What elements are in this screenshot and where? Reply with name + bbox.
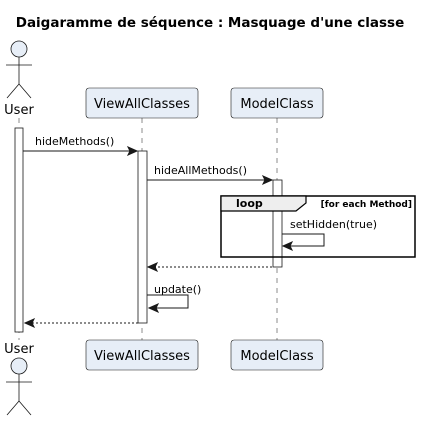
actor-user-label-top: User <box>4 103 34 118</box>
actor-head <box>10 357 28 375</box>
participant-box <box>85 87 199 119</box>
actor-user-bottom: User <box>4 342 34 416</box>
loop-frame <box>220 195 416 258</box>
participant-viewallclasses-label-top: ViewAllClasses <box>94 97 190 112</box>
viewallclasses-activation-bar <box>137 150 148 324</box>
participant-box <box>230 339 324 371</box>
message-update: update() <box>147 283 201 314</box>
participant-viewallclasses-label-bottom: ViewAllClasses <box>94 349 190 364</box>
message-sethidden: setHidden(true) <box>281 218 377 252</box>
message-hideallmethods: hideAllMethods() <box>147 164 274 186</box>
actor-user-label-bottom: User <box>4 342 34 357</box>
message-label: hideMethods() <box>35 135 114 148</box>
modelclass-activation-bar <box>272 179 283 268</box>
message-label: hideAllMethods() <box>154 164 247 177</box>
participant-viewallclasses-bottom: ViewAllClasses <box>85 339 199 371</box>
actor-user-top: User <box>4 40 34 118</box>
participant-box <box>230 87 324 119</box>
participant-viewallclasses-top: ViewAllClasses <box>85 87 199 119</box>
message-hidemethods: hideMethods() <box>23 135 139 157</box>
message-label: update() <box>154 283 201 296</box>
message-label: setHidden(true) <box>290 218 377 231</box>
arrow-head-icon <box>281 240 294 252</box>
arrow-head-icon <box>261 174 274 186</box>
loop-keyword: loop <box>236 197 263 210</box>
participant-box <box>85 339 199 371</box>
participant-modelclass-top: ModelClass <box>230 87 324 119</box>
diagram-title: Daigaramme de séquence : Masquage d'une … <box>16 15 405 31</box>
loop-tab <box>220 195 307 212</box>
arrow-head-icon <box>147 302 160 314</box>
participant-modelclass-label-top: ModelClass <box>240 97 313 112</box>
arrow-head-icon <box>126 145 139 157</box>
user-activation-bar <box>14 127 24 333</box>
loop-fragment: loop [for each Method] <box>220 195 416 258</box>
arrow-head-icon <box>146 261 159 273</box>
participant-modelclass-label-bottom: ModelClass <box>240 349 313 364</box>
participant-modelclass-bottom: ModelClass <box>230 339 324 371</box>
arrow-head-icon <box>23 317 36 329</box>
message-return-viewallclasses <box>146 261 272 273</box>
message-return-user <box>23 317 138 329</box>
loop-guard: [for each Method] <box>321 200 412 210</box>
actor-head <box>10 40 28 58</box>
